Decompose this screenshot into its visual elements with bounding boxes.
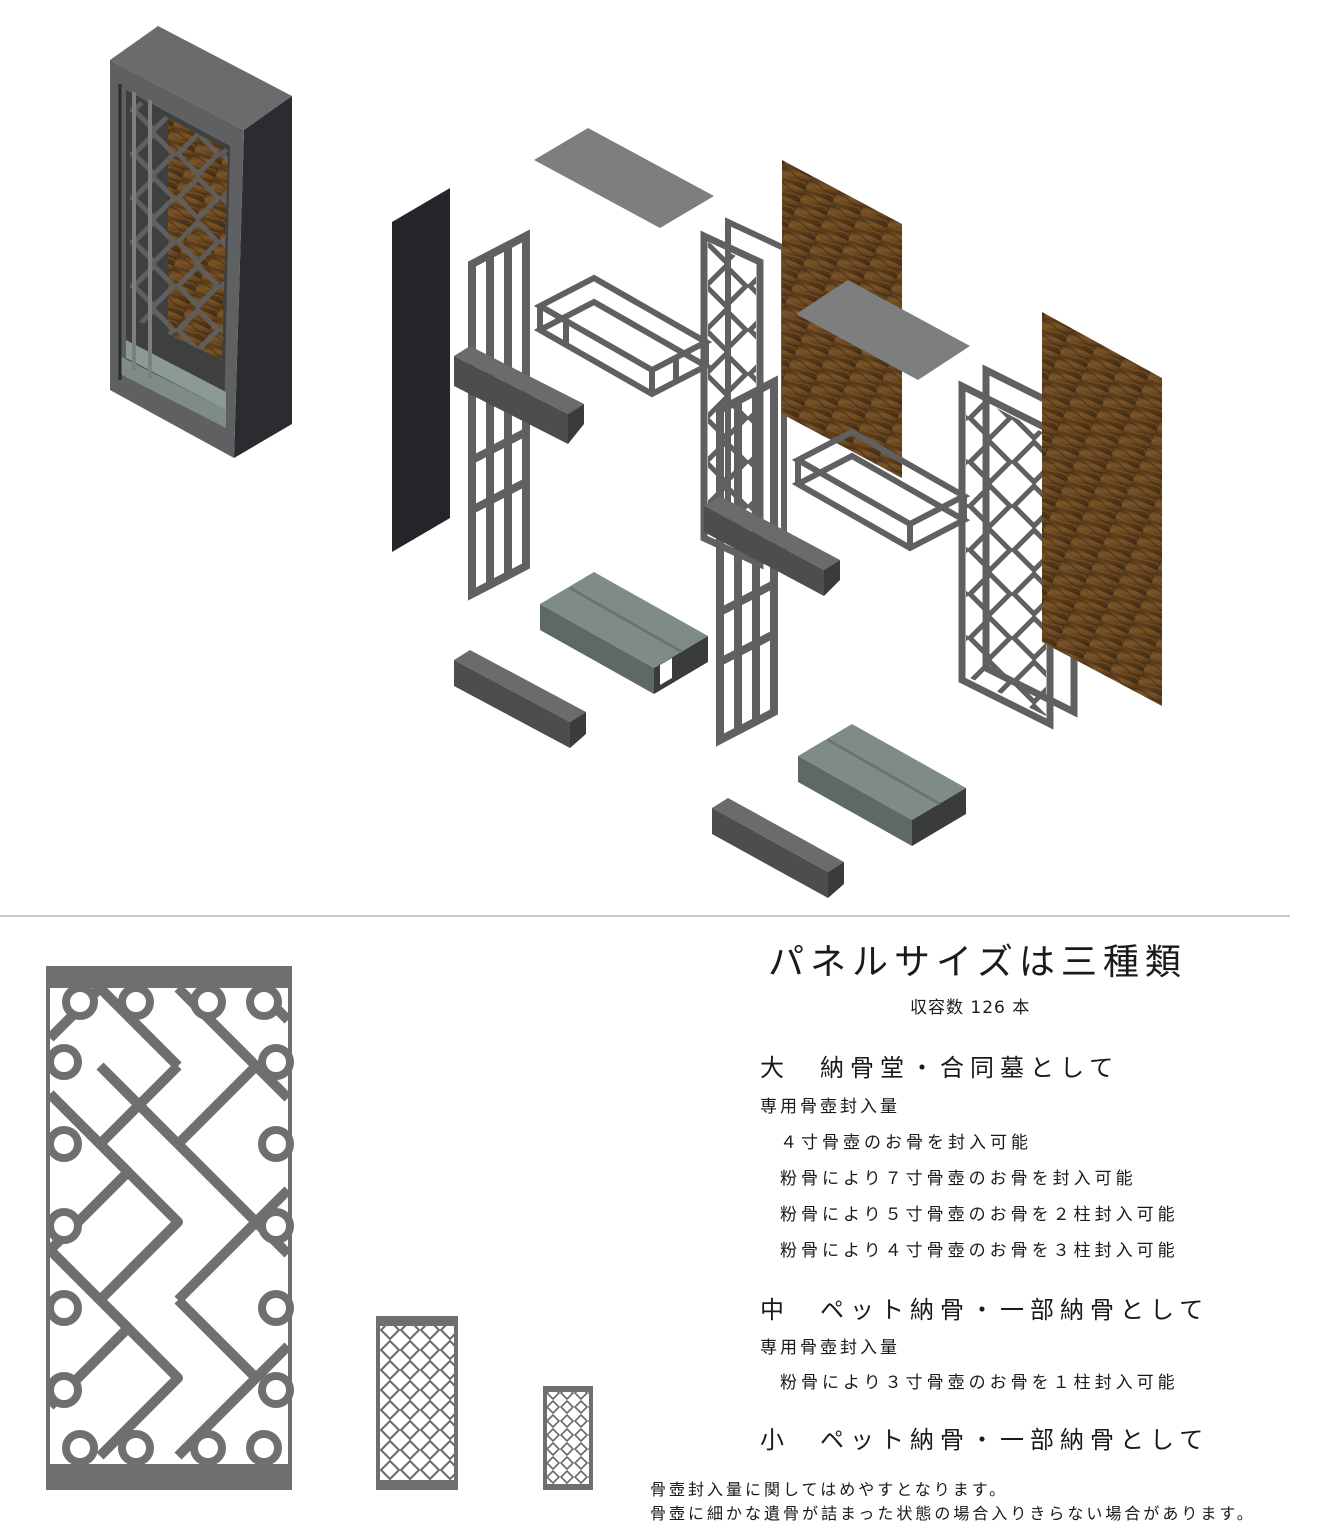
top-lid-part (534, 128, 714, 228)
info-title: パネルサイズは三種類 (768, 942, 1187, 983)
large-line-1: ４寸骨壺のお骨を封入可能 (780, 1133, 1032, 1153)
large-line-4: 粉骨により４寸骨壺のお骨を３柱封入可能 (780, 1241, 1179, 1261)
large-sub: 専用骨壺封入量 (760, 1097, 900, 1117)
lattice-panel-medium-icon (376, 1316, 458, 1490)
exploded-parts-icon (392, 128, 1162, 898)
small-heading: 小 ペット納骨・一部納骨として (760, 1426, 1210, 1454)
lattice-panel-large-icon (46, 966, 294, 1490)
medium-sub: 専用骨壺封入量 (760, 1338, 900, 1358)
medium-line-1: 粉骨により３寸骨壺のお骨を１柱封入可能 (780, 1373, 1179, 1393)
side-panel-part (392, 188, 450, 552)
tray-frame-part (533, 274, 713, 398)
medium-heading: 中 ペット納骨・一部納骨として (760, 1296, 1210, 1324)
large-heading: 大 納骨堂・合同墓として (760, 1054, 1120, 1082)
lattice-panel-small-icon (543, 1386, 593, 1490)
large-line-3: 粉骨により５寸骨壺のお骨を２柱封入可能 (780, 1205, 1179, 1225)
note-1: 骨壺封入量に関してはめやすとなります。 (650, 1480, 1009, 1499)
large-line-2: 粉骨により７寸骨壺のお骨を封入可能 (780, 1169, 1137, 1189)
bottom-rail-part (454, 650, 586, 748)
capacity-label: 収容数 126 本 (910, 998, 1031, 1018)
note-2: 骨壺に細かな遺骨が詰まった状態の場合入りきらない場合があります。 (650, 1504, 1256, 1523)
box-tray-part (540, 572, 708, 694)
assembled-cabinet-icon (110, 26, 292, 458)
